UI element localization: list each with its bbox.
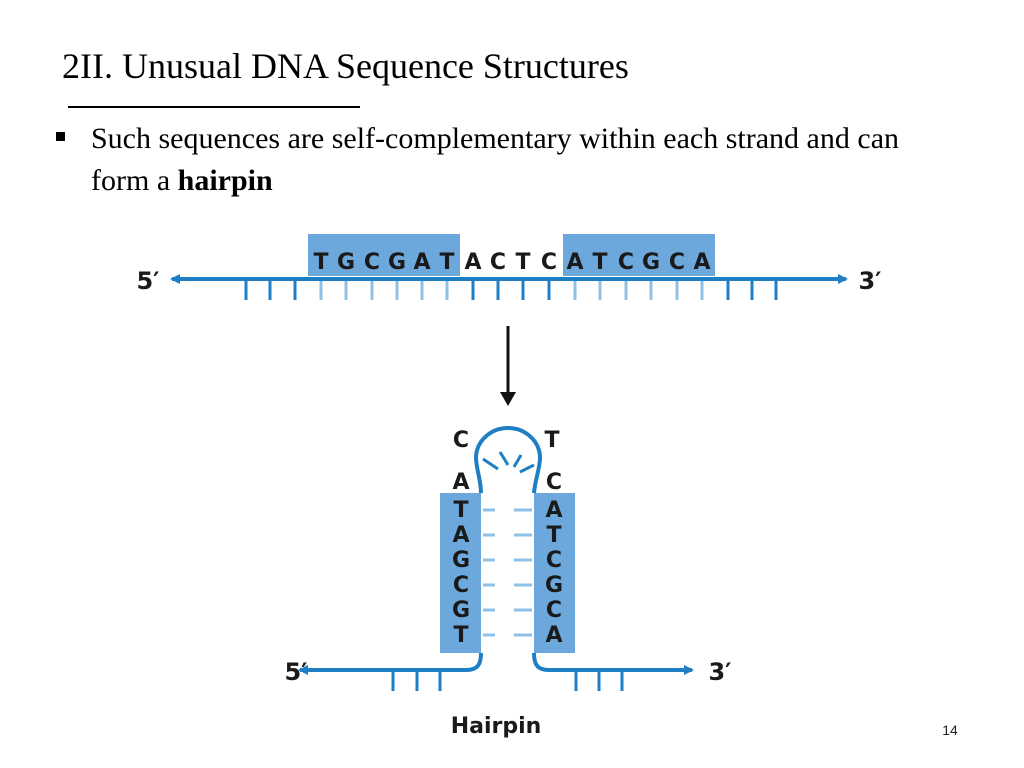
right-repeat-box [563, 234, 715, 276]
hairpin-3prime-label: 3′ [708, 658, 731, 686]
page-number: 14 [942, 722, 958, 738]
base-letter: C [490, 250, 506, 275]
base-letter: T [439, 250, 454, 275]
stem-base-letter: A [452, 523, 469, 548]
base-letter: A [413, 250, 430, 275]
hairpin-caption: Hairpin [451, 714, 542, 739]
stem-base-letter: G [452, 548, 470, 573]
base-letter: T [515, 250, 530, 275]
stem-base-letter: G [545, 573, 563, 598]
base-letter: T [592, 250, 607, 275]
stem-base-letter: T [453, 623, 468, 648]
linear-3prime-label: 3′ [858, 267, 881, 295]
stem-base-letter: C [546, 598, 562, 623]
hairpin-5prime-label: 5′ [284, 658, 307, 686]
stem-base-letter: T [546, 523, 561, 548]
base-letter: G [388, 250, 406, 275]
base-letter: C [669, 250, 685, 275]
loop-base-letter: C [453, 428, 469, 453]
base-letter: A [464, 250, 481, 275]
linear-ticks [244, 281, 778, 300]
hairpin-loop [473, 426, 543, 494]
stem-base-letter: C [453, 573, 469, 598]
bullet-item: Such sequences are self-complementary wi… [56, 118, 956, 202]
loop-ticks [482, 451, 535, 474]
base-letter: G [337, 250, 355, 275]
linear-sequence: 5′ 3′ T G C G A T A C T C A T C G C A [136, 234, 882, 300]
bullet-text: Such sequences are self-complementary wi… [91, 122, 899, 197]
down-arrow-icon [500, 326, 516, 406]
stem-base-letter: T [453, 498, 468, 523]
hairpin-right-stem-box [534, 493, 575, 653]
base-letter: C [541, 250, 557, 275]
loop-base-letter: A [452, 470, 469, 495]
bullet-text-main: Such sequences are self-complementary wi… [91, 122, 900, 197]
hairpin-tail-ticks [391, 672, 624, 691]
stem-base-letter: C [546, 548, 562, 573]
left-repeat-box [308, 234, 460, 276]
stem-base-letter: G [452, 598, 470, 623]
base-letter: C [364, 250, 380, 275]
stem-rungs [483, 508, 532, 637]
hairpin-left-stem-box [440, 493, 481, 653]
bullet-list: Such sequences are self-complementary wi… [56, 118, 956, 202]
base-letter: G [642, 250, 660, 275]
stem-base-letter: A [545, 498, 562, 523]
loop-base-letter: C [546, 470, 562, 495]
loop-base-letter: T [544, 428, 559, 453]
linear-5prime-label: 5′ [136, 267, 159, 295]
title-underline [68, 106, 360, 108]
base-letter: A [693, 250, 710, 275]
base-letter: A [566, 250, 583, 275]
hairpin-right-tail [532, 652, 694, 675]
slide-title: 2II. Unusual DNA Sequence Structures [62, 46, 629, 86]
square-bullet-icon [56, 132, 65, 141]
hairpin-structure: C T A C T A G C G T A T C G C A 5′ 3′ Ha… [284, 426, 732, 739]
bullet-text-bold: hairpin [177, 164, 273, 197]
hairpin-left-tail [298, 652, 483, 675]
stem-base-letter: A [545, 623, 562, 648]
base-letter: C [618, 250, 634, 275]
base-letter: T [313, 250, 328, 275]
